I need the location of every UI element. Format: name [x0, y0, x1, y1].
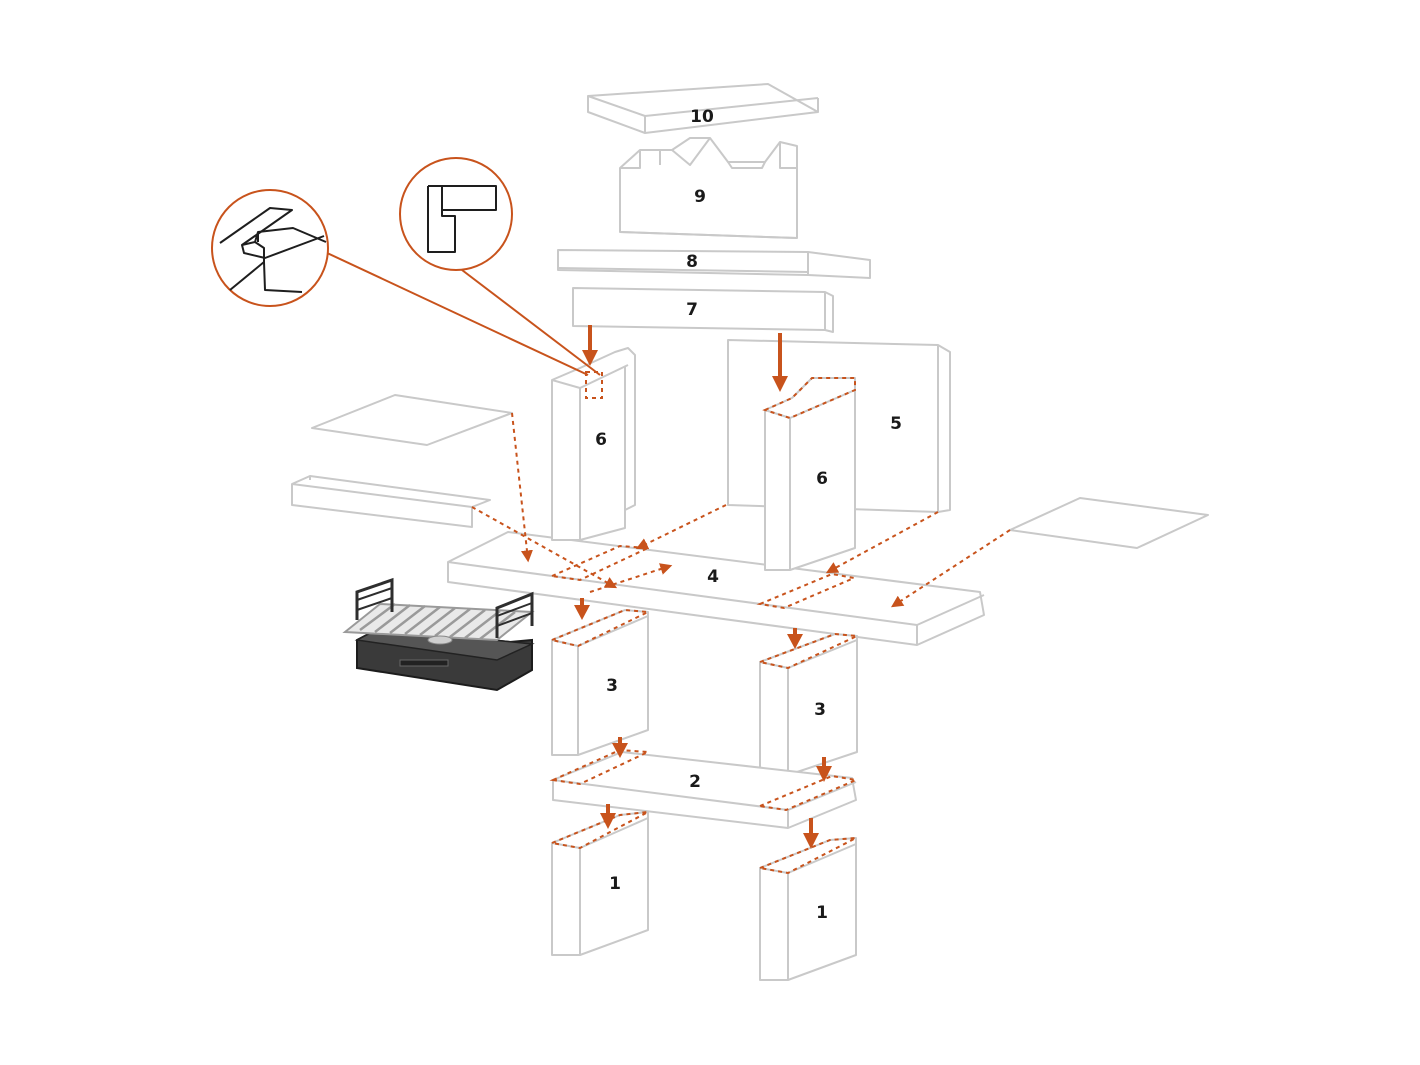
side-floor-tile	[1009, 497, 1209, 549]
corner-joint-detail-icon	[399, 157, 513, 271]
part-8-plate: 8	[557, 249, 871, 279]
part-3-right-block: 3	[759, 633, 858, 776]
arrow-down-icon	[574, 598, 590, 620]
part-5-label: 5	[890, 414, 902, 434]
side-shelf-lintel	[291, 475, 491, 528]
part-3-left-block: 3	[551, 609, 649, 756]
part-4-label: 4	[707, 567, 719, 587]
part-10-cap: 10	[587, 83, 819, 134]
part-6-right-pillar: 6	[764, 377, 856, 571]
part-3-right-label: 3	[814, 700, 826, 720]
part-1-left-label: 1	[609, 874, 621, 894]
part-3-left-label: 3	[606, 676, 618, 696]
arrow-down-icon	[612, 737, 628, 758]
part-8-label: 8	[686, 252, 698, 272]
part-6-right-label: 6	[816, 469, 828, 489]
lap-joint-detail-icon	[211, 189, 329, 307]
part-2-label: 2	[689, 772, 701, 792]
callout-connectors	[324, 251, 601, 376]
arrow-down-icon	[803, 818, 819, 849]
arrow-down-icon	[582, 325, 598, 366]
part-6-left-label: 6	[595, 430, 607, 450]
part-7-lintel: 7	[572, 287, 834, 333]
part-1-left-block: 1	[551, 811, 649, 956]
part-10-label: 10	[690, 107, 714, 127]
part-1-right-block: 1	[759, 837, 857, 981]
part-9-label: 9	[694, 187, 706, 207]
grill-icon	[342, 577, 535, 692]
part-9-hood: 9	[619, 137, 798, 239]
arrow-down-icon	[772, 333, 788, 392]
arrow-down-icon	[816, 757, 832, 782]
side-shelf-board	[311, 394, 513, 446]
arrow-down-icon	[600, 804, 616, 829]
part-6-left-pillar: 6	[551, 347, 636, 541]
part-1-right-label: 1	[816, 903, 828, 923]
arrow-down-icon	[787, 628, 803, 649]
part-4-countertop: 4	[447, 531, 985, 646]
drop-arrows	[574, 325, 832, 849]
part-7-label: 7	[686, 300, 698, 320]
placement-guides	[471, 371, 1011, 875]
